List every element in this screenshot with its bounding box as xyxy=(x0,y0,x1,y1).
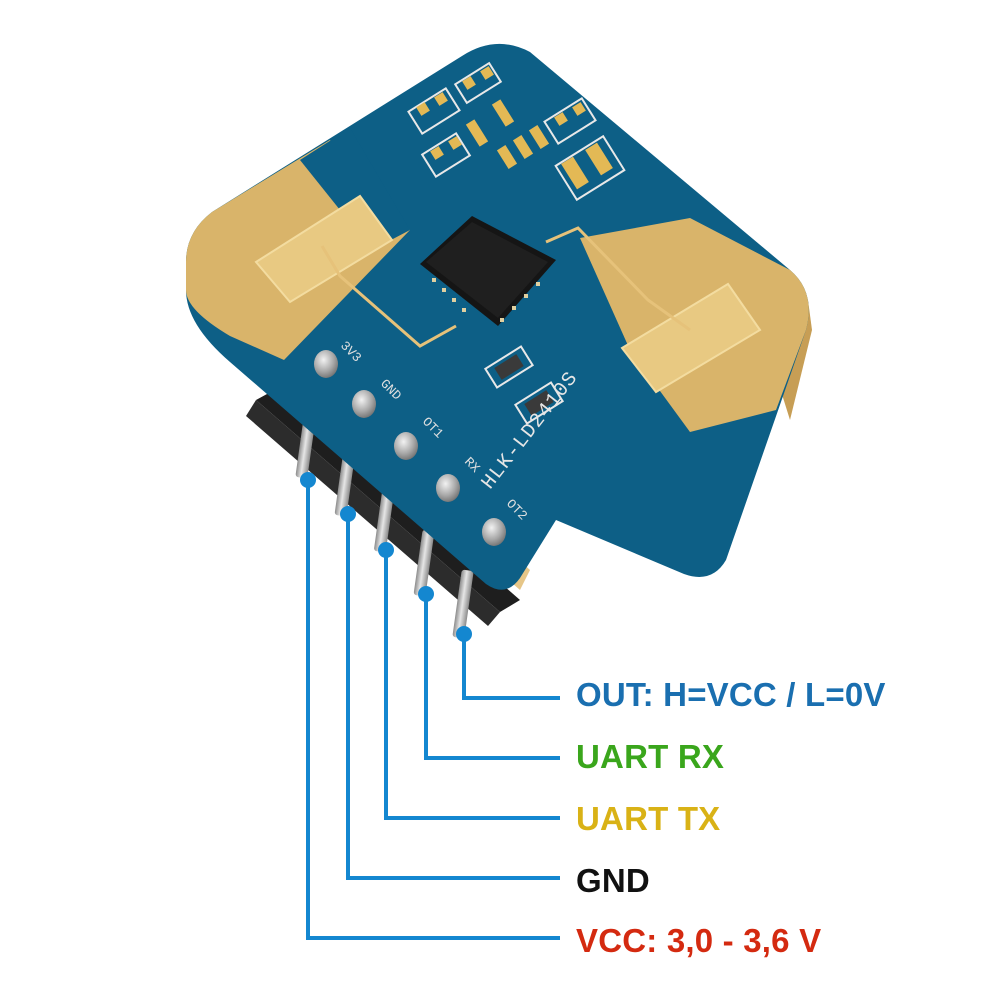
leader-line-out xyxy=(462,634,560,700)
pin-leg-tx xyxy=(374,489,394,553)
pin-label-gnd: GND xyxy=(576,862,650,899)
leader-dot-rx xyxy=(418,586,434,602)
pad-rx xyxy=(436,474,460,502)
pad-3v3 xyxy=(314,350,338,378)
pin-label-vcc: VCC: 3,0 - 3,6 V xyxy=(576,922,822,959)
pin-leg-out xyxy=(452,569,474,639)
radar-chip xyxy=(420,216,556,326)
leader-dot-vcc xyxy=(300,472,316,488)
leader-line-gnd xyxy=(346,514,560,880)
leader-dot-gnd xyxy=(340,506,356,522)
leader-line-rx xyxy=(424,594,560,760)
pad-gnd xyxy=(352,390,376,418)
pin-label-uart-rx: UART RX xyxy=(576,738,725,775)
pin-label-uart-tx: UART TX xyxy=(576,800,721,837)
smd-components xyxy=(407,61,626,425)
leader-lines xyxy=(306,480,560,940)
antenna-patch-right xyxy=(620,282,762,394)
leader-line-vcc xyxy=(306,480,560,940)
pin-leg-gnd xyxy=(334,449,356,517)
leader-line-tx xyxy=(384,550,560,820)
leader-dot-out xyxy=(456,626,472,642)
leader-dots xyxy=(300,472,472,642)
pin-label-out: OUT: H=VCC / L=0V xyxy=(576,676,886,713)
pad-ot1 xyxy=(394,432,418,460)
leader-dot-tx xyxy=(378,542,394,558)
solder-pads xyxy=(314,350,506,546)
antenna-feed-lines xyxy=(320,226,691,348)
pad-ot2 xyxy=(482,518,506,546)
pin-leg-rx xyxy=(413,529,435,597)
